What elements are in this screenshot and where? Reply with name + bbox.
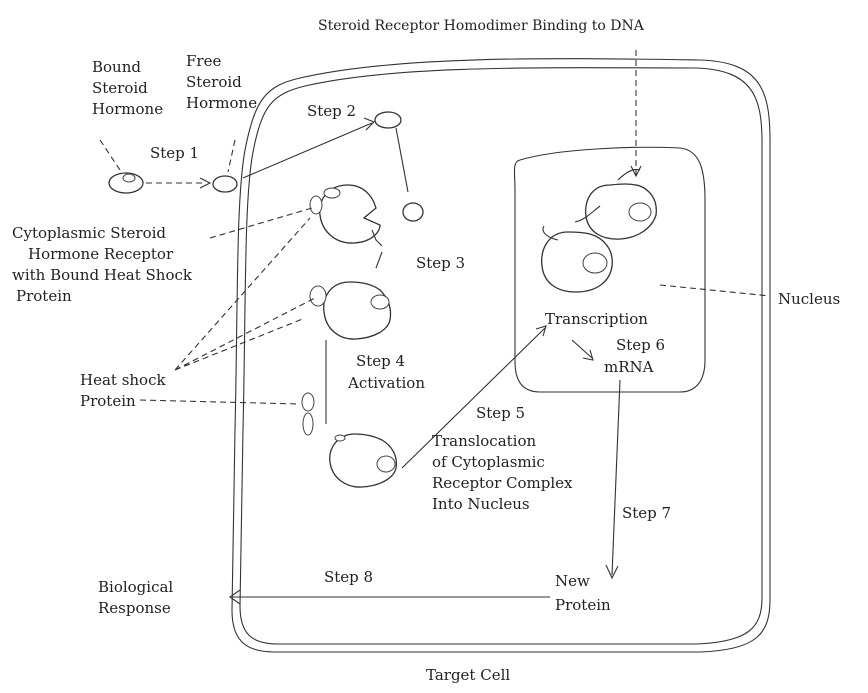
biological-response-label-2: Response [98,599,171,617]
receptor-hormone-complex [324,282,391,339]
free-hormone [213,176,237,192]
cyto-receptor-label-4: Protein [16,287,72,305]
bound-hormone-molecule [123,174,135,182]
transcription-label: Transcription [545,310,648,328]
step3-label: Step 3 [416,254,465,272]
step6-label: Step 6 [616,336,665,354]
translocation-label-2: of Cytoplasmic [432,453,545,471]
new-protein-label-1: New [555,572,590,590]
translocation-label-1: Translocation [432,432,537,450]
nucleus-label: Nucleus [778,290,840,308]
bound-hormone-in-receptor [371,295,389,309]
heat-shock-label-1: Heat shock [80,371,166,389]
activation-label: Activation [347,374,425,392]
hsp-on-complex [310,286,326,306]
translocation-label-4: Into Nucleus [432,495,530,513]
hsp-attached-2 [324,188,340,198]
hormone-near-receptor [403,203,423,221]
cyto-receptor-label-1: Cytoplasmic Steroid [12,224,166,242]
dimer-hormone-lower [583,253,607,273]
free-hormone-pointer [228,140,235,172]
target-cell-label: Target Cell [426,666,510,684]
hsp-attached [310,196,322,214]
released-hsp-top [302,393,314,411]
step7-label: Step 7 [622,504,671,522]
step8-label: Step 8 [324,568,373,586]
transcription-arrow [572,340,592,358]
step4-label: Step 4 [356,352,405,370]
cyto-receptor-label-3: with Bound Heat Shock [12,266,193,284]
bound-hormone-label-2: Steroid [92,79,148,97]
bound-hormone-label-1: Bound [92,58,141,76]
step2-label: Step 2 [307,102,356,120]
mrna-label: mRNA [604,358,654,376]
dimer-hormone-upper [629,203,651,221]
free-hormone-label-2: Steroid [186,73,242,91]
diagram-title: Steroid Receptor Homodimer Binding to DN… [318,18,645,34]
free-hormone-label-1: Free [186,52,221,70]
free-hormone-label-3: Hormone [186,94,257,112]
translocation-label-3: Receptor Complex [432,474,573,492]
nucleus-pointer-line [660,285,770,296]
cell-membrane-inner [240,68,762,644]
hormone-in-cytoplasm [375,112,401,128]
step7-line [612,380,620,575]
heat-shock-pointer-2 [140,400,300,404]
biological-response-label-1: Biological [98,578,173,596]
bound-hormone-label-3: Hormone [92,100,163,118]
step3-arrow [376,252,382,268]
cell-membrane-outer [232,59,770,652]
cyto-receptor-label-2: Hormone Receptor [28,245,174,263]
hormone-in-activated-receptor [377,456,395,472]
heat-shock-label-2: Protein [80,392,136,410]
step5-label: Step 5 [476,404,525,422]
activated-dna-domain [335,435,345,441]
bound-hormone-pointer [100,140,120,170]
hormone-move-line [396,128,408,192]
new-protein-label-2: Protein [555,596,611,614]
step2-arrow [243,123,372,178]
released-hsp-bottom [303,413,313,435]
step1-label: Step 1 [150,144,199,162]
